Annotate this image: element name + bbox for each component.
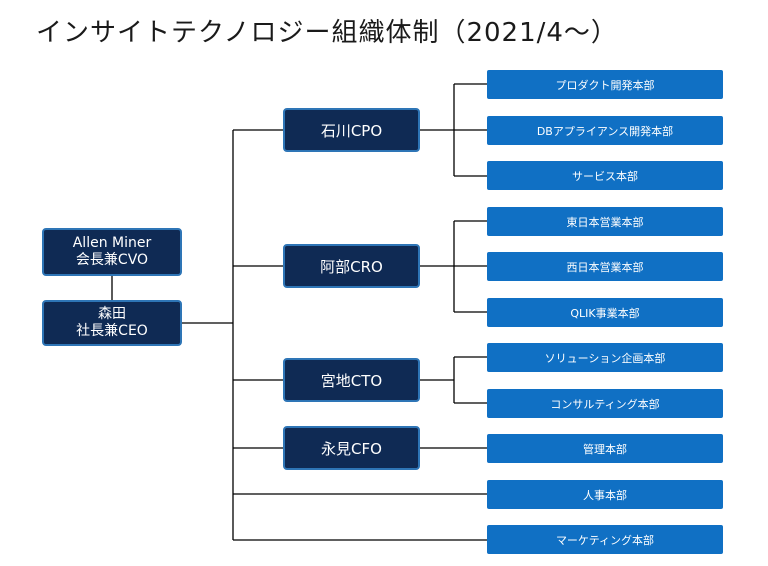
chairman-name: Allen Miner: [72, 235, 152, 251]
officer-cpo: 石川CPO: [283, 108, 420, 152]
dept-product-dev: プロダクト開発本部: [487, 70, 723, 99]
dept-east-sales: 東日本営業本部: [487, 207, 723, 236]
dept-service: サービス本部: [487, 161, 723, 190]
dept-qlik: QLIK事業本部: [487, 298, 723, 327]
ceo-box: 森田 社長兼CEO: [42, 300, 182, 346]
ceo-name: 森田: [98, 306, 126, 322]
dept-west-sales: 西日本営業本部: [487, 252, 723, 281]
dept-hr: 人事本部: [487, 480, 723, 509]
dept-db-appliance-dev: DBアプライアンス開発本部: [487, 116, 723, 145]
officer-cfo: 永見CFO: [283, 426, 420, 470]
page-title: インサイトテクノロジー組織体制（2021/4〜）: [36, 18, 618, 48]
officer-cro: 阿部CRO: [283, 244, 420, 288]
chairman-title: 会長兼CVO: [75, 252, 149, 268]
chairman-box: Allen Miner 会長兼CVO: [42, 228, 182, 276]
officer-cto: 宮地CTO: [283, 358, 420, 402]
dept-marketing: マーケティング本部: [487, 525, 723, 554]
dept-solution-planning: ソリューション企画本部: [487, 343, 723, 372]
ceo-title: 社長兼CEO: [76, 323, 148, 339]
dept-consulting: コンサルティング本部: [487, 389, 723, 418]
dept-administration: 管理本部: [487, 434, 723, 463]
